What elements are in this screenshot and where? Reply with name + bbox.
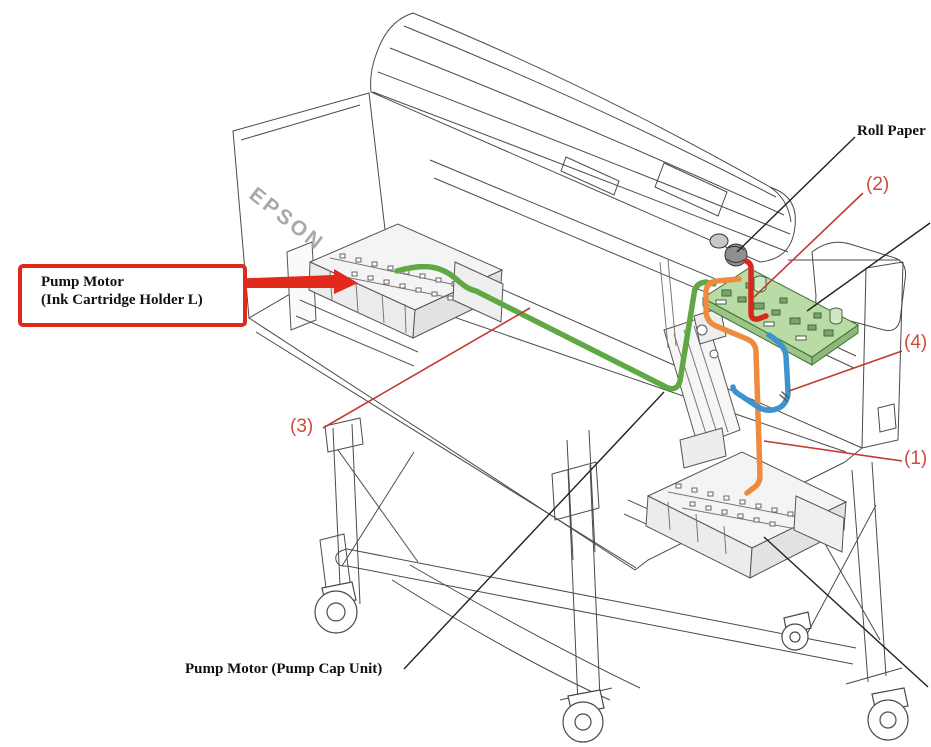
cable-orange-1 <box>703 276 763 496</box>
leader-lines <box>322 136 931 688</box>
cable-blue-connector <box>779 391 790 402</box>
leader-ref4 <box>788 350 903 392</box>
leader-top-right <box>806 222 931 312</box>
pump-motor-l-label-line1: Pump Motor <box>41 274 124 290</box>
pump-motor-cap-label: Pump Motor (Pump Cap Unit) <box>185 661 383 677</box>
roll-paper-cover <box>370 12 796 263</box>
leader-roll-paper <box>736 136 856 253</box>
leader-ref2 <box>751 192 864 300</box>
leader-bottom-right <box>763 536 929 688</box>
cable-green-3 <box>394 263 717 392</box>
cable-red-2 <box>743 258 769 322</box>
red-arrow-icon <box>226 269 358 294</box>
cable-blue-4 <box>730 332 791 413</box>
ref-1-label: (1) <box>904 448 928 469</box>
roll-paper-label: Roll Paper <box>857 123 926 139</box>
pump-motor-l-callout-box: Pump Motor (Ink Cartridge Holder L) <box>18 264 247 327</box>
leader-ref1 <box>763 440 903 462</box>
ref-4-label: (4) <box>904 332 928 353</box>
printer-stand <box>319 417 903 705</box>
casters <box>314 581 909 743</box>
roll-paper-connector <box>709 233 748 267</box>
leader-ref3 <box>322 307 531 429</box>
leader-pump-cap <box>403 391 665 670</box>
ink-cartridge-holder-r-assembly <box>623 451 848 579</box>
ref-2-label: (2) <box>866 174 890 195</box>
ref-3-label: (3) <box>290 416 314 437</box>
pump-motor-l-label-line2: (Ink Cartridge Holder L) <box>41 292 203 308</box>
